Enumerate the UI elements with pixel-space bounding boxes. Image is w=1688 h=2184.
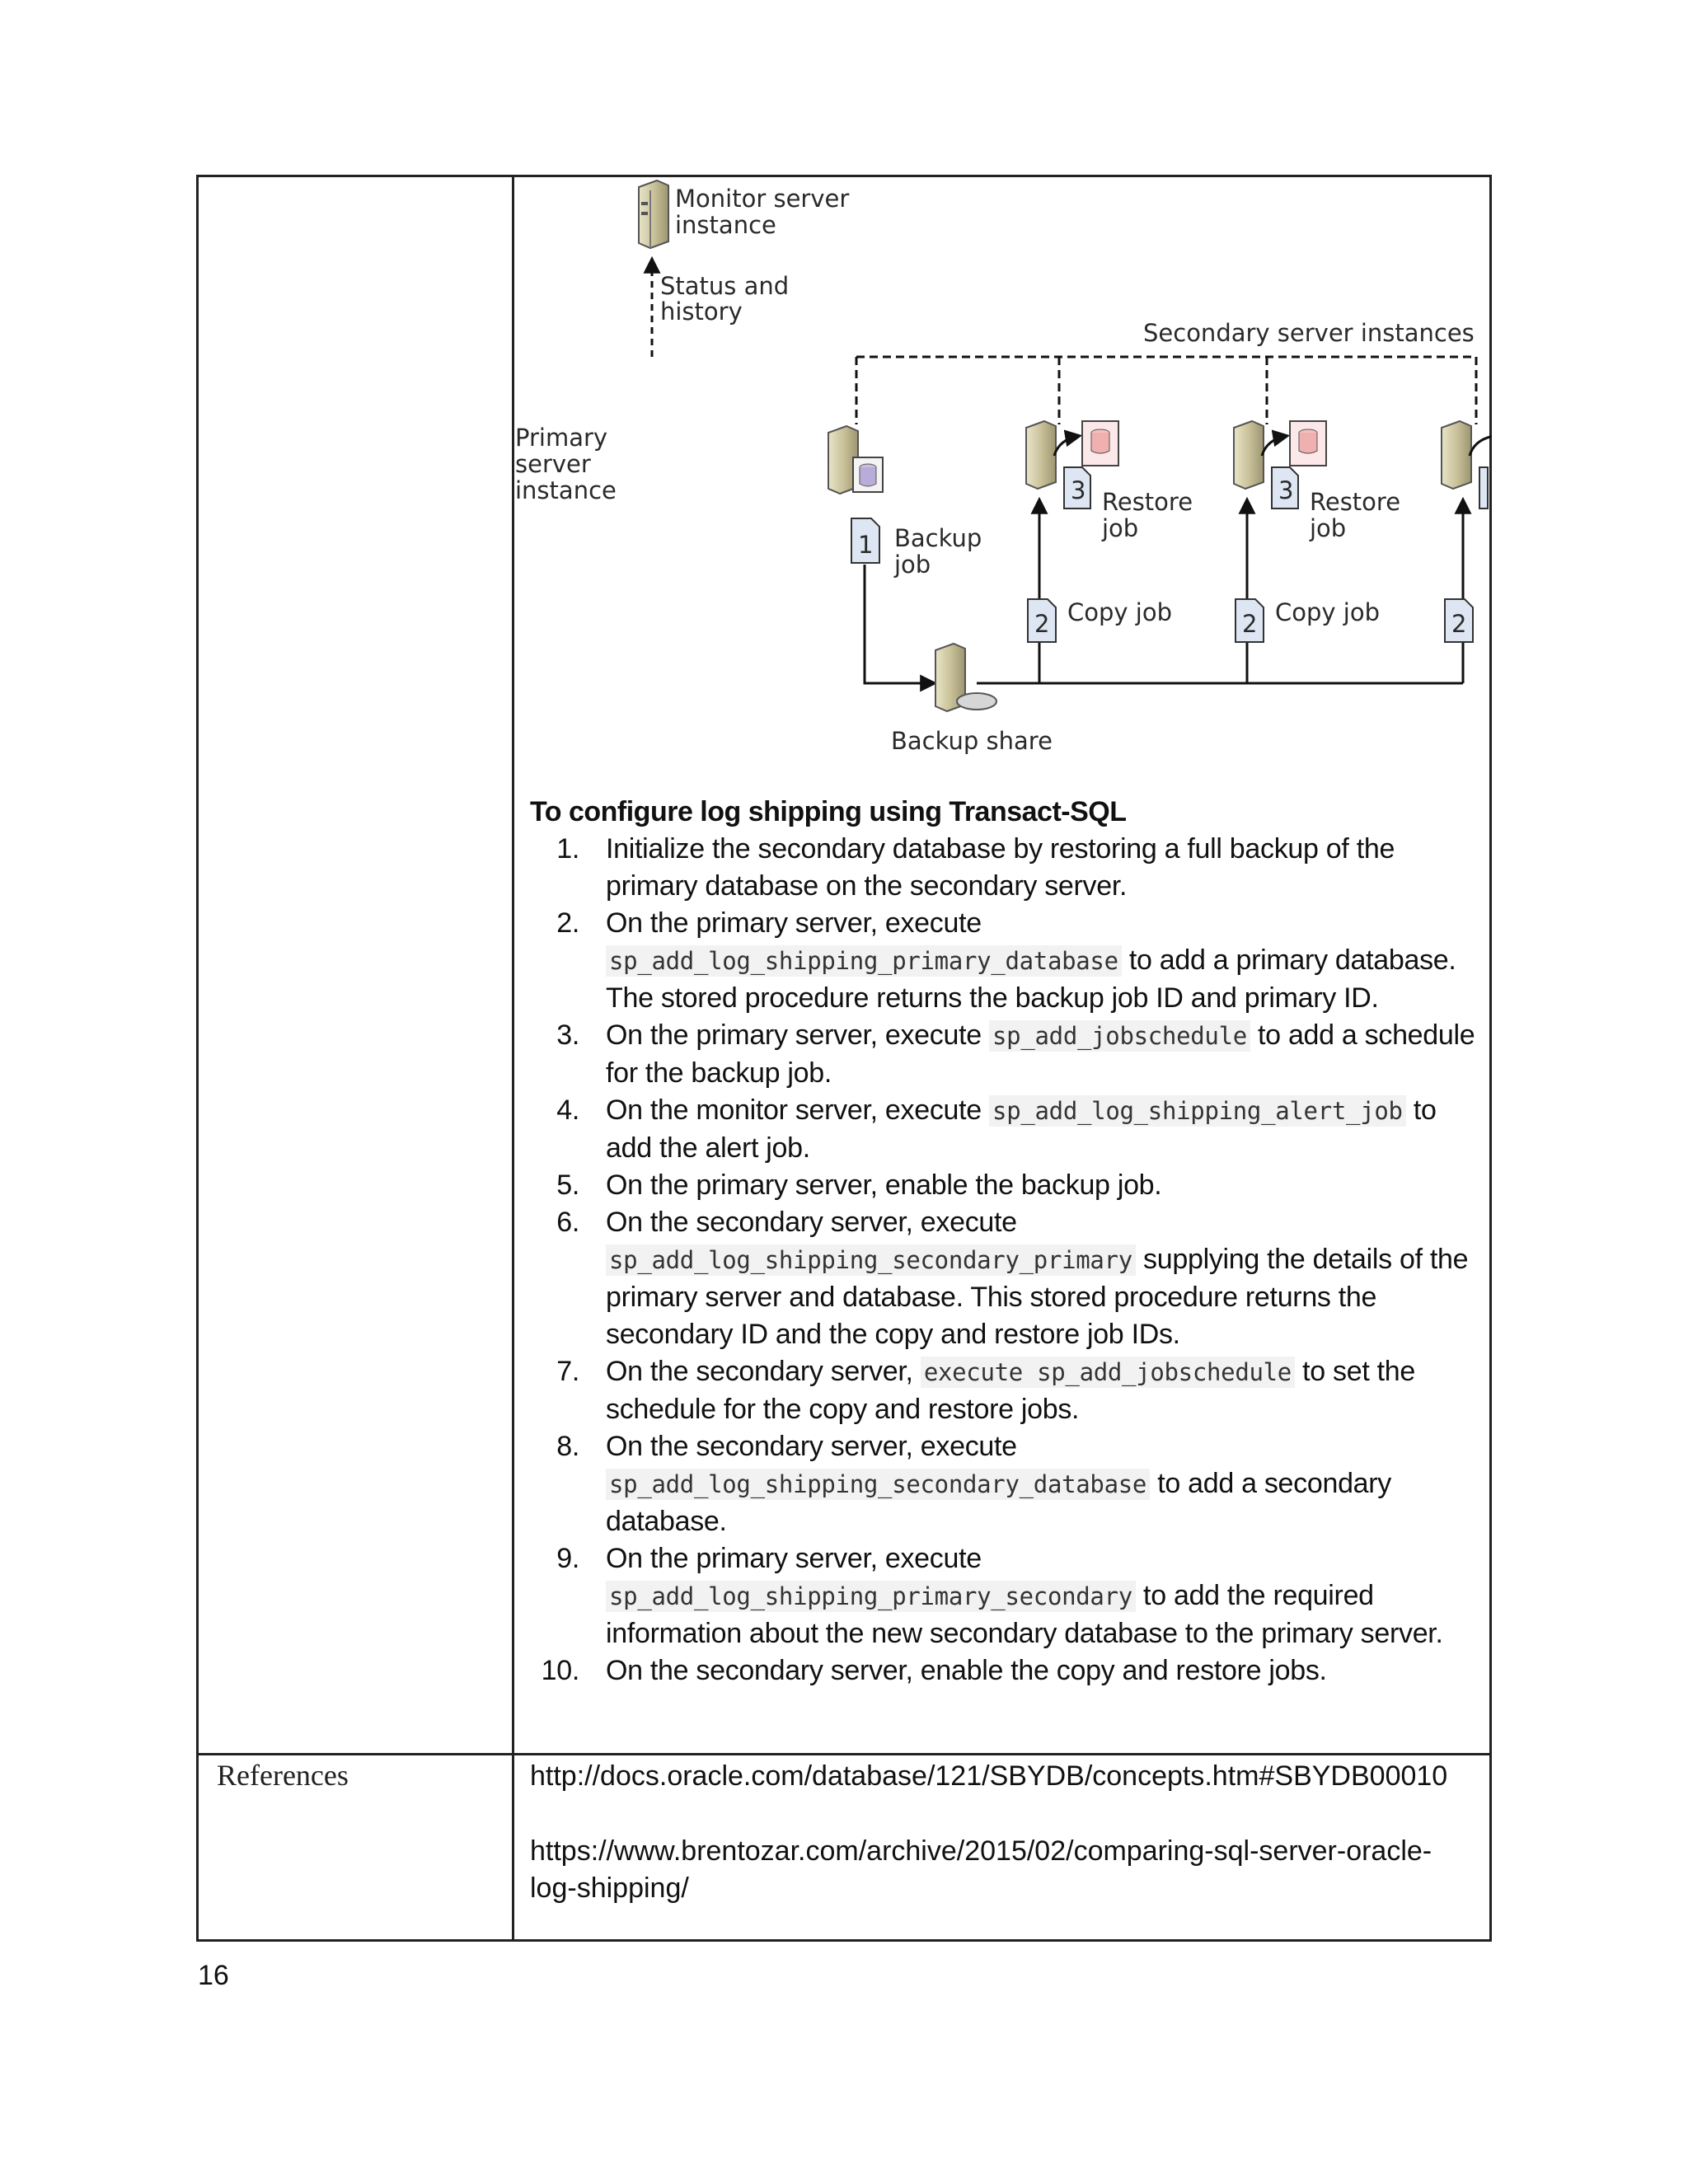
copy-job-label-2: Copy job <box>1275 598 1380 626</box>
primary-label-1: Primary <box>515 424 607 452</box>
secondary-server-2-icon: 3 <box>1233 419 1327 509</box>
monitor-server-icon <box>638 179 669 250</box>
list-item: 2.On the primary server, execute sp_add_… <box>556 907 1456 1014</box>
backup-job-label-1: Backup <box>894 524 982 552</box>
log-shipping-diagram: Monitor server instance Status and histo… <box>515 179 1492 755</box>
monitor-label-1: Monitor server <box>675 185 849 213</box>
restore-job-label-1a: Restore <box>1102 488 1193 516</box>
stored-procedure: sp_add_log_shipping_primary_database <box>606 945 1122 977</box>
list-item: 1.Initialize the secondary database by r… <box>556 833 1395 902</box>
list-item: 3.On the primary server, execute sp_add_… <box>556 1019 1475 1089</box>
backup-share-icon <box>935 642 997 713</box>
copy-job-num-2: 2 <box>1242 610 1257 638</box>
restore-job-num-1: 3 <box>1071 476 1085 504</box>
copy-job-2-icon: 2 <box>1235 598 1264 643</box>
stored-procedure: sp_add_log_shipping_primary_secondary <box>606 1581 1136 1612</box>
copy-job-num-3: 2 <box>1451 610 1466 638</box>
status-label-2: history <box>660 298 743 326</box>
document-table: Monitor server instance Status and histo… <box>196 175 1492 1942</box>
list-item: 5.On the primary server, enable the back… <box>556 1169 1162 1201</box>
list-item: 10.On the secondary server, enable the c… <box>541 1655 1327 1686</box>
list-item: 9.On the primary server, execute sp_add_… <box>556 1543 1443 1649</box>
copy-job-label-1: Copy job <box>1067 598 1172 626</box>
config-section: To configure log shipping using Transact… <box>530 794 1486 1690</box>
stored-procedure: sp_add_jobschedule <box>989 1020 1250 1052</box>
stored-procedure: execute sp_add_jobschedule <box>920 1357 1295 1388</box>
list-item: 7.On the secondary server, execute sp_ad… <box>556 1356 1415 1425</box>
secondary-server-3-icon <box>1441 419 1492 509</box>
row-divider <box>199 1753 1489 1755</box>
stored-procedure: sp_add_log_shipping_secondary_database <box>606 1469 1151 1500</box>
config-title: To configure log shipping using Transact… <box>530 796 1127 827</box>
restore-job-label-2a: Restore <box>1310 488 1400 516</box>
primary-label-2: server <box>515 450 591 478</box>
list-item: 6.On the secondary server, execute sp_ad… <box>556 1207 1469 1350</box>
list-item: 8.On the secondary server, execute sp_ad… <box>556 1431 1392 1537</box>
status-label-1: Status and <box>660 272 789 300</box>
restore-job-num-2: 3 <box>1278 476 1293 504</box>
copy-job-3-icon: 2 <box>1444 598 1474 643</box>
config-steps: 1.Initialize the secondary database by r… <box>530 831 1486 1690</box>
stored-procedure: sp_add_log_shipping_secondary_primary <box>606 1244 1136 1276</box>
monitor-label-2: instance <box>675 211 776 239</box>
secondary-server-1-icon: 3 <box>1025 419 1119 509</box>
list-item: 4.On the monitor server, execute sp_add_… <box>556 1094 1437 1164</box>
references-links: http://docs.oracle.com/database/121/SBYD… <box>530 1758 1470 1907</box>
column-divider <box>512 177 514 1939</box>
backup-share-label: Backup share <box>891 727 1053 755</box>
backup-job-num: 1 <box>858 531 873 559</box>
reference-link-oracle[interactable]: http://docs.oracle.com/database/121/SBYD… <box>530 1760 1448 1792</box>
restore-job-label-2b: job <box>1309 514 1346 542</box>
secondary-instances-label: Secondary server instances <box>1143 319 1475 347</box>
primary-label-3: instance <box>515 476 617 504</box>
copy-job-1-icon: 2 <box>1027 598 1057 643</box>
backup-job-label-2: job <box>893 551 931 579</box>
reference-link-brentozar[interactable]: https://www.brentozar.com/archive/2015/0… <box>530 1835 1432 1904</box>
page-number: 16 <box>198 1960 229 1991</box>
primary-server-icon <box>828 424 884 495</box>
copy-job-num-1: 2 <box>1034 610 1049 638</box>
dashed-network <box>855 355 1478 424</box>
stored-procedure: sp_add_log_shipping_alert_job <box>989 1095 1406 1127</box>
references-label: References <box>217 1759 349 1792</box>
restore-job-label-1b: job <box>1101 514 1138 542</box>
backup-job-icon: 1 <box>851 518 880 564</box>
backup-flow-line <box>863 565 938 692</box>
